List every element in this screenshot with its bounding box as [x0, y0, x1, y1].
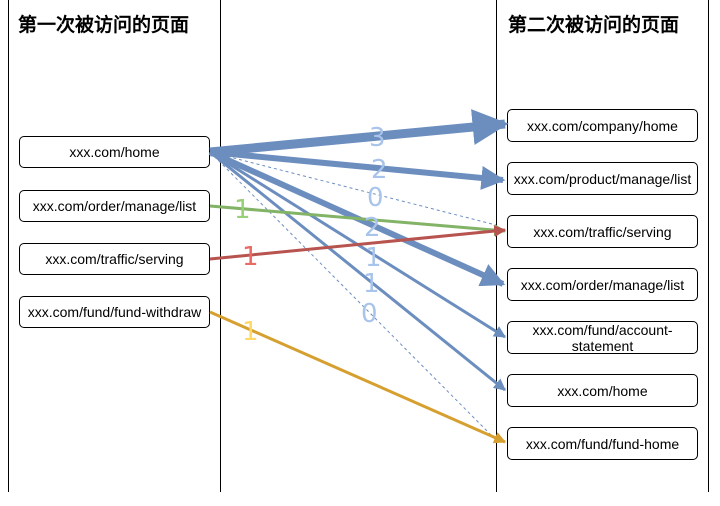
arrow-home-to-product-manage-list: [209, 149, 506, 190]
first-page-order-manage-list: xxx.com/order/manage/list: [19, 190, 210, 222]
left-column-border: [8, 0, 9, 492]
count-label-home-traffic-serving: 0: [367, 183, 384, 213]
count-label-traffic-serving-traffic-serving: 1: [242, 242, 259, 272]
second-page-home: xxx.com/home: [507, 374, 698, 407]
arrow-traffic-serving-to-traffic-serving: [209, 225, 507, 261]
arrow-home-to-traffic-serving: [209, 151, 497, 226]
first-page-fund-withdraw: xxx.com/fund/fund-withdraw: [19, 296, 210, 328]
second-page-order-manage-list: xxx.com/order/manage/list: [507, 268, 698, 301]
second-page-fund-account-statement: xxx.com/fund/account-statement: [507, 321, 698, 354]
arrow-order-manage-list-to-traffic-serving: [209, 204, 507, 237]
arrow-home-to-second-home: [209, 150, 506, 392]
count-label-fund-withdraw-fund-home: 1: [242, 317, 259, 347]
count-label-home-fund-home: 0: [361, 299, 378, 329]
first-page-home: xxx.com/home: [19, 136, 210, 168]
right-column-title: 第二次被访问的页面: [508, 14, 680, 36]
left-column-title: 第一次被访问的页面: [18, 14, 190, 36]
second-page-traffic-serving: xxx.com/traffic/serving: [507, 215, 698, 248]
second-page-company-home: xxx.com/company/home: [507, 109, 698, 142]
arrow-home-to-company-home: [209, 109, 509, 157]
count-label-home-order-manage-list: 2: [364, 213, 381, 243]
count-label-order-manage-list-traffic-serving: 1: [234, 195, 251, 225]
arrow-home-to-fund-home: [209, 151, 497, 441]
count-label-home-product-manage-list: 2: [371, 155, 388, 185]
count-label-home-second-home: 1: [363, 269, 380, 299]
second-page-product-manage-list: xxx.com/product/manage/list: [507, 162, 698, 195]
first-page-traffic-serving: xxx.com/traffic/serving: [19, 243, 210, 275]
right-column-border: [708, 0, 709, 492]
count-label-home-fund-account-statement: 1: [365, 243, 382, 273]
second-page-fund-home: xxx.com/fund/fund-home: [507, 427, 698, 460]
arrow-fund-withdraw-to-fund-home: [209, 310, 507, 444]
right-column-divider: [496, 0, 497, 492]
left-column-divider: [220, 0, 221, 492]
count-label-home-company-home: 3: [369, 123, 386, 153]
